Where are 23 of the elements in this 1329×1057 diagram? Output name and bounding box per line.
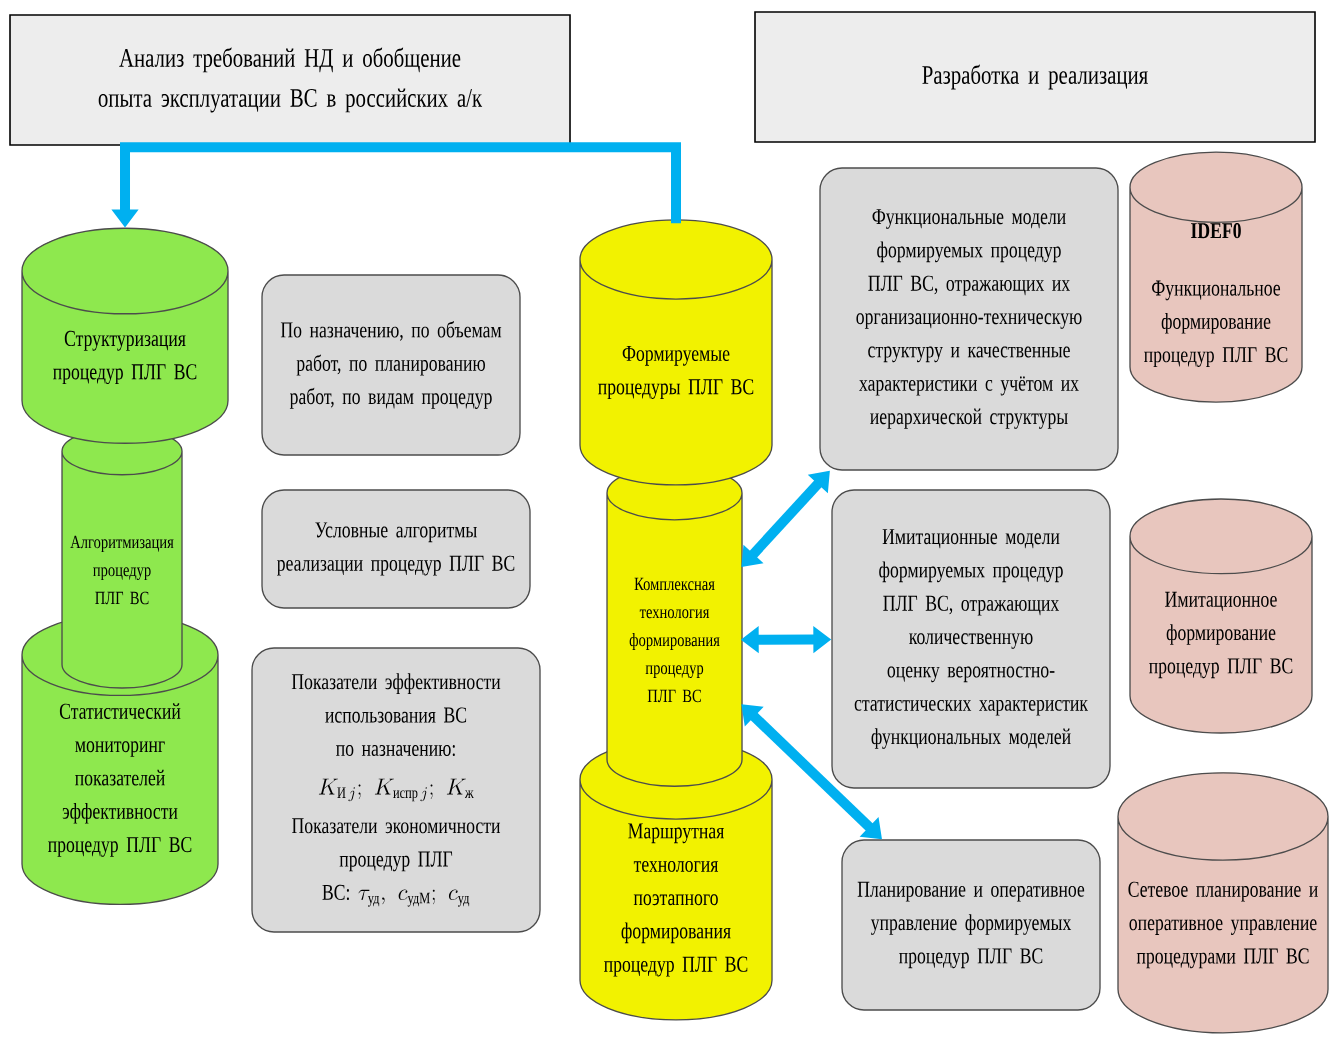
node-label: Маршрутная технология поэтапного формирования процедур ПЛГ ВС <box>604 823 748 977</box>
node-label: Сетевое планирование и оперативное управление процедурами ПЛГ ВС <box>1128 881 1318 969</box>
cylinder: Структуризация процедур ПЛГ ВС <box>21 227 229 444</box>
cylinder: Имитационное формирование процедур ПЛГ ВС <box>1129 498 1313 734</box>
cylinder: Алгоритмизация процедур ПЛГ ВС <box>61 427 183 689</box>
cylinder: Маршрутная технология поэтапного формирования процедур ПЛГ ВС <box>579 739 773 1021</box>
rounded-box: По назначению, по объемам работ, по планированию работ, по видам процедур <box>261 274 521 456</box>
node-label: IDEF0 <box>1191 223 1241 239</box>
cylinder: IDEF0 Функциональное формирование процедур ПЛГ ВС <box>1129 151 1303 403</box>
node-label: Функциональное формирование процедур ПЛГ ВС <box>1144 280 1288 367</box>
header-box: Анализ требований НД и обобщение опыта эксплуатации ВС в российских а/к <box>9 14 571 146</box>
node-label: Комплексная технология формирования процедур ПЛГ ВС <box>629 577 720 703</box>
rounded-box: Имитационные модели формируемых процедур ПЛГ ВС, отражающих количественную оценку вероятностно-статистических характеристик функциональных моделей <box>831 489 1111 789</box>
rounded-box: Условные алгоритмы реализации процедур ПЛГ ВС <box>261 489 531 609</box>
cylinder: Сетевое планирование и оперативное управление процедурами ПЛГ ВС <box>1117 772 1329 1034</box>
cylinder: Формируемые процедуры ПЛГ ВС <box>579 219 773 486</box>
node-label: Статистический мониторинг показателей эффективности процедур ПЛГ ВС <box>48 703 192 857</box>
node-label: Алгоритмизация процедур ПЛГ ВС <box>70 535 174 605</box>
rounded-box: Функциональные модели формируемых процедур ПЛГ ВС, отражающих их организационно-техническую структуру и качественные характеристики с учётом их иерархической структуры <box>819 167 1119 471</box>
header-box: Разработка и реализация <box>754 11 1316 143</box>
rounded-box: Планирование и оперативное управление формируемых процедур ПЛГ ВС <box>841 839 1101 1011</box>
rounded-box: Показатели эффективности использования ВС по назначению: $K_{\text{И}\,j};\ K_{\text{испр}\,j};\ K_{\text{ж}}$ Показатели экономичности процедур ПЛГ ВС: $\tau_{\text{уд}},\ c_{\text{удМ}};\ c_{\text{уд}}$ <box>251 647 541 933</box>
cylinder: Комплексная технология формирования процедур ПЛГ ВС <box>606 465 743 787</box>
